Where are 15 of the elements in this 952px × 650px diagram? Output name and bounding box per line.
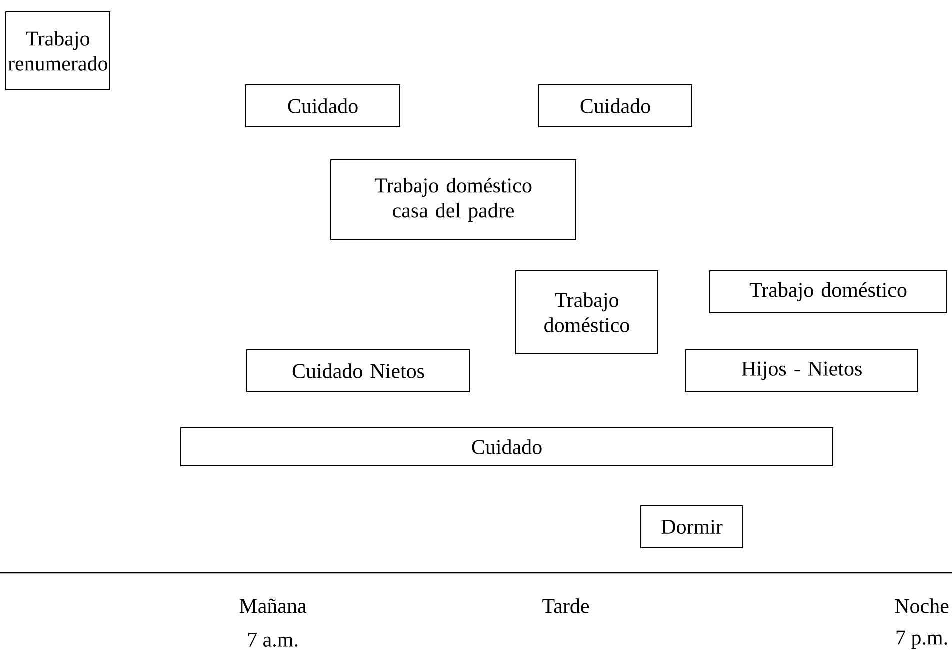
activity-box: Hijos - Nietos — [686, 350, 919, 392]
activity-box: Trabajo doméstico — [516, 270, 658, 354]
activity-box: Cuidado — [538, 84, 692, 128]
activity-box: Cuidado — [246, 84, 400, 128]
time-label: Noche — [895, 598, 949, 614]
time-label: 7 a.m. — [248, 632, 298, 648]
activity-box: Cuidado Nietos — [246, 350, 470, 392]
activity-box: Cuidado — [180, 428, 834, 466]
activity-box: Trabajo doméstico — [710, 270, 948, 314]
activity-box: Trabajo doméstico casa del padre — [330, 160, 576, 240]
activity-box: Dormir — [640, 506, 744, 548]
time-label: 7 p.m. — [896, 630, 948, 650]
activity-box: Trabajo renumerado — [6, 12, 110, 90]
time-label: Mañana — [240, 598, 307, 614]
time-label: Tarde — [542, 598, 590, 614]
